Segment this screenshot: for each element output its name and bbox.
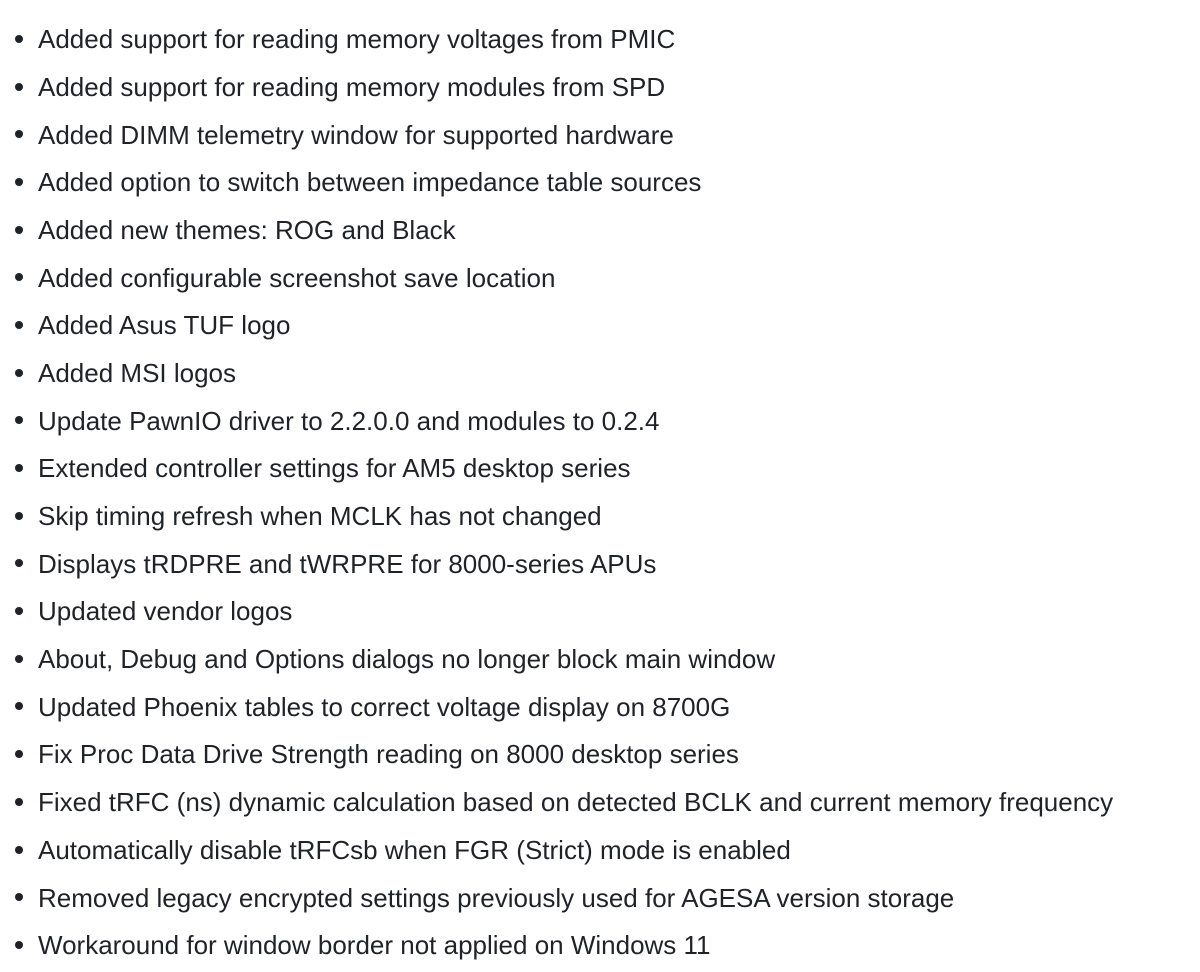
list-item: Added DIMM telemetry window for supporte… — [0, 109, 1200, 157]
bullet-icon — [15, 845, 23, 854]
list-item-text: Added new themes: ROG and Black — [38, 214, 456, 245]
list-item: Added support for reading memory voltage… — [0, 14, 1200, 62]
list-item: Fixed tRFC (ns) dynamic calculation base… — [0, 777, 1200, 825]
bullet-icon — [15, 797, 23, 806]
list-item: Updated vendor logos — [0, 586, 1200, 634]
list-item: Extended controller settings for AM5 des… — [0, 443, 1200, 491]
list-item: Removed legacy encrypted settings previo… — [0, 872, 1200, 920]
bullet-icon — [15, 34, 23, 43]
bullet-icon — [15, 130, 23, 139]
list-item-text: Workaround for window border not applied… — [38, 930, 711, 961]
list-item: Updated Phoenix tables to correct voltag… — [0, 682, 1200, 730]
list-item-text: Removed legacy encrypted settings previo… — [38, 882, 955, 913]
list-item: Displays tRDPRE and tWRPRE for 8000-seri… — [0, 539, 1200, 587]
list-item-text: Added Asus TUF logo — [38, 310, 291, 341]
list-item: Update PawnIO driver to 2.2.0.0 and modu… — [0, 396, 1200, 444]
bullet-icon — [15, 750, 23, 759]
bullet-icon — [15, 320, 23, 329]
list-item: Automatically disable tRFCsb when FGR (S… — [0, 825, 1200, 873]
bullet-icon — [15, 225, 23, 234]
bullet-icon — [15, 893, 23, 902]
bullet-icon — [15, 702, 23, 711]
list-item: Skip timing refresh when MCLK has not ch… — [0, 491, 1200, 539]
list-item: Added new themes: ROG and Black — [0, 205, 1200, 253]
list-item: Fix Proc Data Drive Strength reading on … — [0, 729, 1200, 777]
list-item-text: Added support for reading memory modules… — [38, 71, 666, 102]
list-item-text: Automatically disable tRFCsb when FGR (S… — [38, 834, 791, 865]
list-item: Added support for reading memory modules… — [0, 62, 1200, 110]
list-item-text: About, Debug and Options dialogs no long… — [38, 644, 776, 675]
list-item-text: Update PawnIO driver to 2.2.0.0 and modu… — [38, 405, 660, 436]
bullet-icon — [15, 177, 23, 186]
list-item-text: Extended controller settings for AM5 des… — [38, 453, 631, 484]
bullet-icon — [15, 654, 23, 663]
list-item: Added option to switch between impedance… — [0, 157, 1200, 205]
list-item-text: Added MSI logos — [38, 357, 237, 388]
list-item: About, Debug and Options dialogs no long… — [0, 634, 1200, 682]
list-item: Added MSI logos — [0, 348, 1200, 396]
list-item-text: Updated vendor logos — [38, 596, 293, 627]
list-item: Workaround for window border not applied… — [0, 920, 1200, 968]
bullet-icon — [15, 607, 23, 616]
bullet-icon — [15, 273, 23, 282]
list-item-text: Added support for reading memory voltage… — [38, 24, 676, 55]
bullet-icon — [15, 368, 23, 377]
list-item-text: Added configurable screenshot save locat… — [38, 262, 556, 293]
bullet-icon — [15, 559, 23, 568]
list-item-text: Added option to switch between impedance… — [38, 167, 702, 198]
bullet-icon — [15, 940, 23, 949]
bullet-icon — [15, 82, 23, 91]
list-item-text: Fixed tRFC (ns) dynamic calculation base… — [38, 787, 1114, 818]
list-item-text: Updated Phoenix tables to correct voltag… — [38, 691, 731, 722]
bullet-icon — [15, 511, 23, 520]
list-item-text: Displays tRDPRE and tWRPRE for 8000-seri… — [38, 548, 657, 579]
list-item-text: Skip timing refresh when MCLK has not ch… — [38, 501, 602, 531]
bullet-icon — [15, 464, 23, 473]
list-item-text: Added DIMM telemetry window for supporte… — [38, 119, 674, 150]
list-item: Added configurable screenshot save locat… — [0, 252, 1200, 300]
list-item: Added Asus TUF logo — [0, 300, 1200, 348]
list-item-text: Fix Proc Data Drive Strength reading on … — [38, 739, 739, 770]
bullet-icon — [15, 416, 23, 425]
